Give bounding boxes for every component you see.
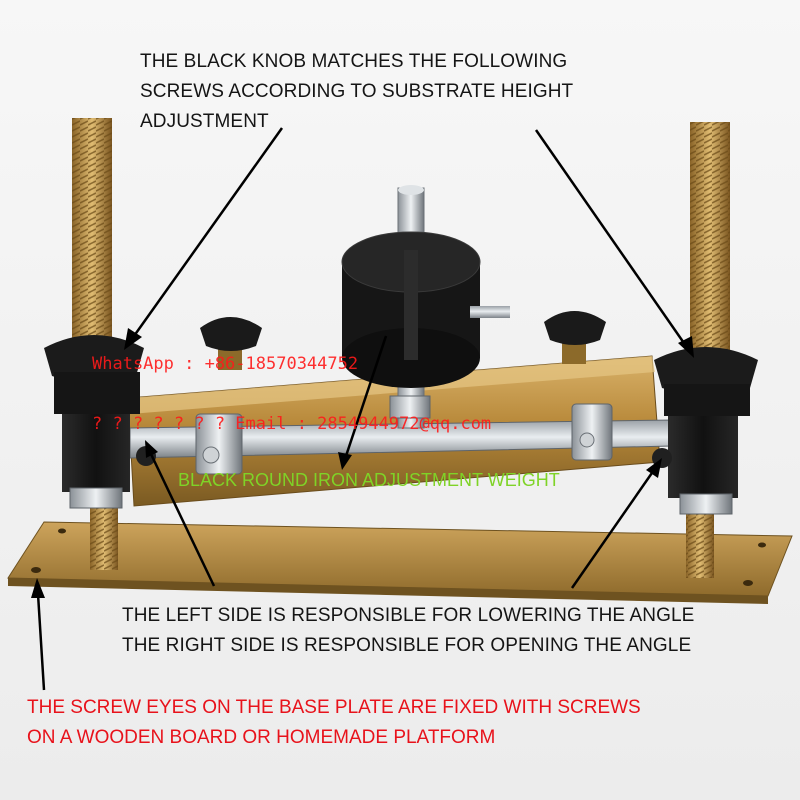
caption-top-line3: ADJUSTMENT [140, 111, 269, 132]
watermark-email: ? ? ? ? ? ? ? Email : 2854944972@qq.com [92, 414, 492, 434]
caption-weight: BLACK ROUND IRON ADJUSTMENT WEIGHT [178, 470, 560, 490]
watermark-whatsapp: WhatsApp : +86-18570344752 [92, 354, 359, 374]
caption-bottom-line2: ON A WOODEN BOARD OR HOMEMADE PLATFORM [27, 727, 496, 748]
caption-top-line1: THE BLACK KNOB MATCHES THE FOLLOWING [140, 51, 568, 72]
right-knob-assembly [652, 347, 758, 515]
clamp-knobs [200, 311, 606, 370]
base-plate [7, 521, 793, 604]
caption-top-line2: SCREWS ACCORDING TO SUBSTRATE HEIGHT [140, 81, 574, 102]
pointer-arrows [31, 127, 694, 691]
caption-bottom-line1: THE SCREW EYES ON THE BASE PLATE ARE FIX… [27, 697, 641, 718]
caption-mid-line1: THE LEFT SIDE IS RESPONSIBLE FOR LOWERIN… [122, 605, 695, 626]
round-weight [341, 185, 510, 429]
left-knob-assembly [44, 335, 156, 509]
threaded-rods [72, 118, 730, 578]
caption-mid-line2: THE RIGHT SIDE IS RESPONSIBLE FOR OPENIN… [122, 635, 692, 656]
